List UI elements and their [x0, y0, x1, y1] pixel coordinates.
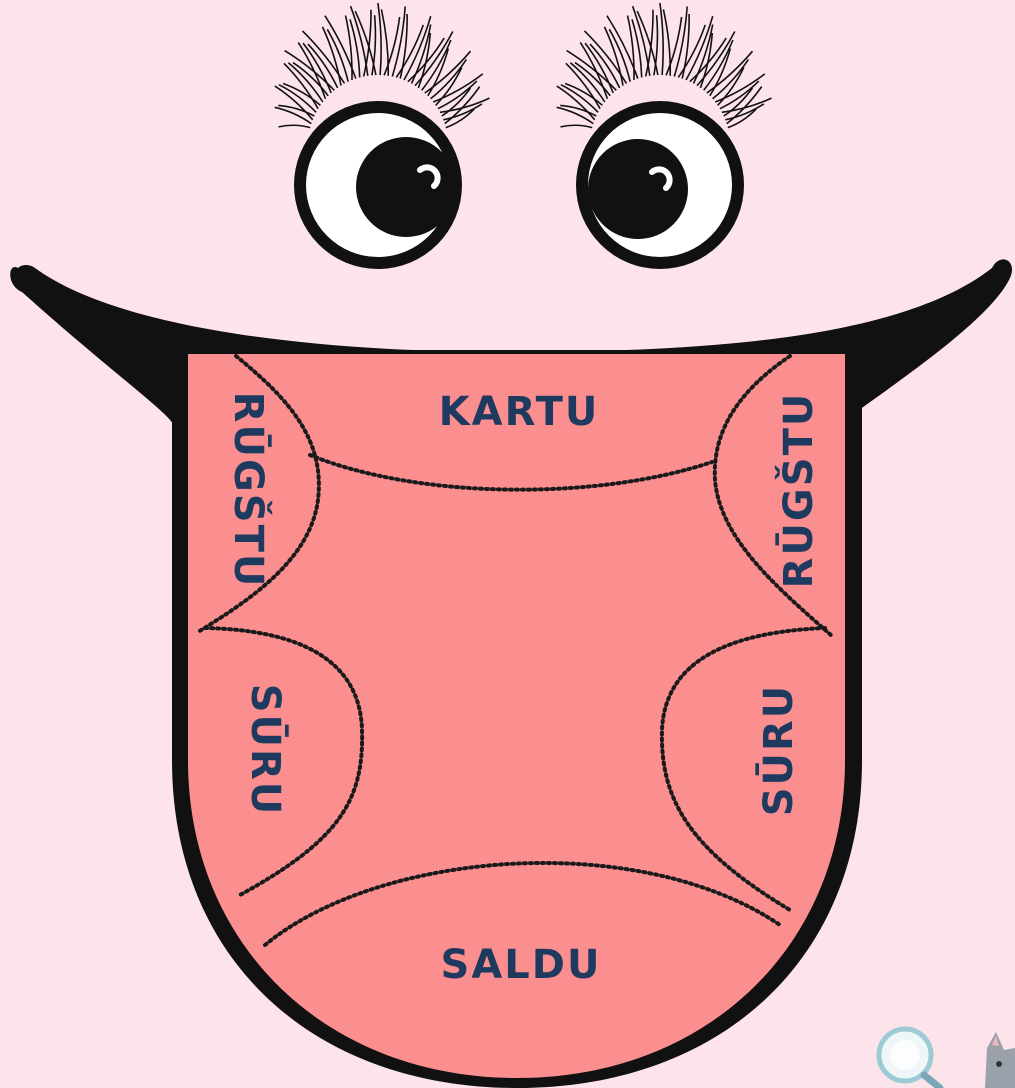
zone-label-left-upper: RŪGŠTU: [225, 392, 273, 589]
zone-label-right-lower: SŪRU: [754, 684, 802, 817]
zone-label-top: KARTU: [439, 389, 600, 435]
zone-label-bottom: SALDU: [441, 942, 602, 988]
zone-label-right-upper: RŪGŠTU: [774, 392, 822, 589]
right-pupil: [588, 139, 688, 239]
zone-label-left-lower: SŪRU: [242, 684, 290, 817]
left-pupil: [356, 137, 456, 237]
